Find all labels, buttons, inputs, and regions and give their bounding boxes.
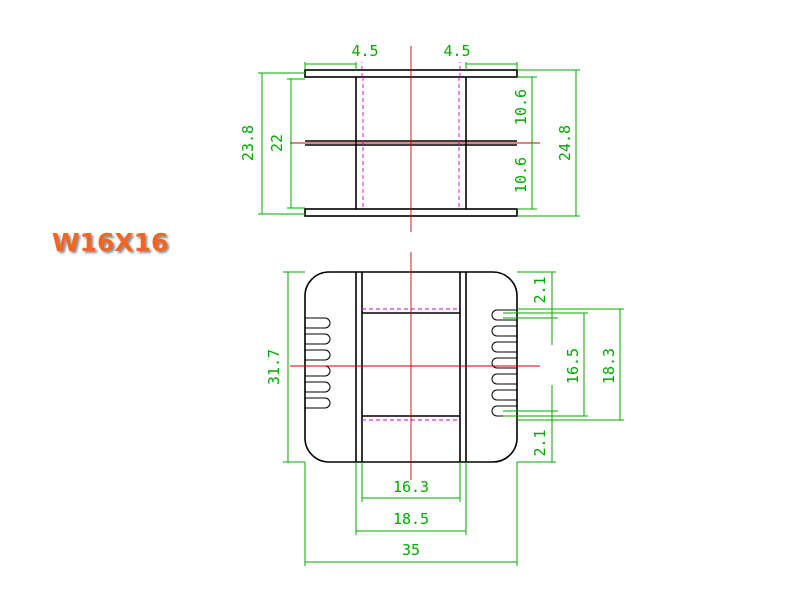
right-slots: [491, 309, 517, 417]
dim-top-right-flange: 4.5: [443, 42, 470, 60]
dim-left-outer-height: 23.8: [239, 125, 257, 161]
dim-top-left-flange: 4.5: [351, 42, 378, 60]
left-slots: [305, 317, 331, 409]
dim-inner-width: 16.3: [393, 478, 429, 496]
dim-outer-width: 18.5: [393, 510, 429, 528]
dim-front-height: 31.7: [265, 349, 283, 385]
dim-outer-window-height: 18.3: [600, 348, 618, 384]
dim-total-width: 35: [402, 541, 420, 559]
dim-right-upper-half: 10.6: [512, 89, 530, 125]
front-view-dimensions: 31.7 2.1 2.1 16.5 18.3 16.3 18.5 35: [265, 271, 624, 566]
top-view: [290, 46, 540, 232]
dim-top-slot-gap: 2.1: [531, 276, 549, 303]
dim-bottom-slot-gap: 2.1: [531, 429, 549, 456]
dim-right-lower-half: 10.6: [512, 157, 530, 193]
dim-left-inner-height: 22: [268, 134, 286, 152]
dim-right-total-height: 24.8: [556, 125, 574, 161]
top-view-dimensions: 4.5 4.5 23.8 22 10.6 10.6 24.8: [239, 42, 580, 217]
front-view: [290, 252, 540, 480]
dim-inner-window-height: 16.5: [564, 348, 582, 384]
part-title: W16X16: [52, 228, 169, 257]
